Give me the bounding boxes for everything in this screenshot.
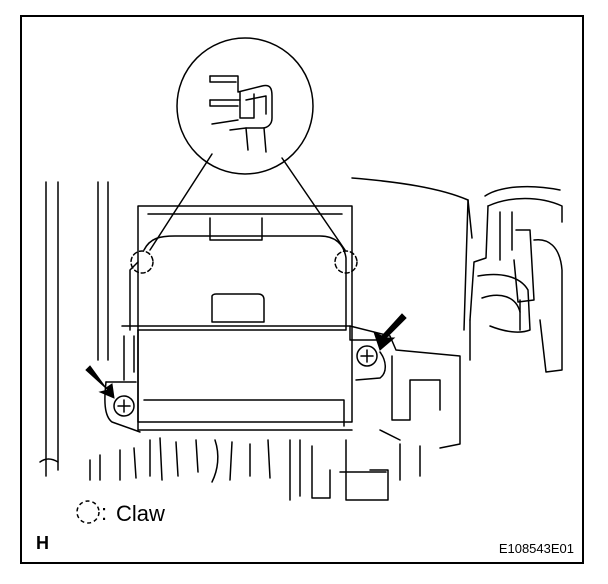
arrow-icon-left-screw: [85, 365, 115, 399]
legend-claw-label: Claw: [116, 501, 165, 526]
screw-right: [356, 345, 378, 367]
claw-marker-left: [130, 250, 154, 274]
claw-marker-right: [334, 250, 358, 274]
wiring-harness: [119, 429, 421, 501]
left-posts: [39, 181, 109, 481]
relay-block: [129, 205, 353, 431]
claw-detail-callout: [149, 37, 346, 251]
dashed-circle-icon: [76, 500, 100, 524]
arrow-icon-right-screw: [373, 313, 407, 351]
legend: : Claw: [76, 500, 165, 526]
screw-left: [113, 395, 135, 417]
diagram-drawing: [39, 37, 563, 501]
view-label: H: [36, 533, 49, 553]
legend-separator: :: [101, 500, 107, 525]
background-dash-panel: [351, 177, 563, 373]
figure-id: E108543E01: [499, 541, 574, 556]
